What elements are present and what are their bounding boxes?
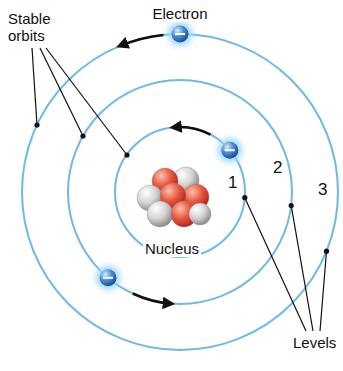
leader-line bbox=[46, 48, 127, 155]
nucleus-label: Nucleus bbox=[143, 240, 201, 257]
electron-sphere bbox=[168, 22, 192, 46]
level-number: 3 bbox=[316, 180, 329, 199]
orbit-rings bbox=[22, 34, 338, 350]
leader-line bbox=[32, 48, 37, 125]
motion-arrow bbox=[121, 35, 164, 46]
nucleus-cluster bbox=[137, 167, 211, 227]
orbit-label: Stable orbits bbox=[6, 10, 68, 44]
motion-arrow bbox=[133, 294, 171, 304]
leader-dots bbox=[34, 122, 329, 253]
leader-line bbox=[40, 48, 83, 136]
leader-dot bbox=[80, 133, 85, 138]
electron-sphere bbox=[218, 138, 242, 162]
leader-dot bbox=[34, 122, 39, 127]
leader-dot bbox=[242, 195, 247, 200]
orbit-ring bbox=[68, 80, 292, 304]
electron-label: Electron bbox=[150, 5, 209, 22]
leader-lines bbox=[32, 48, 327, 331]
level-number: 1 bbox=[226, 173, 239, 192]
motion-arrow bbox=[174, 127, 210, 135]
leader-line bbox=[320, 251, 327, 331]
neutron bbox=[147, 201, 173, 227]
leader-dot bbox=[124, 152, 129, 157]
neutron bbox=[189, 203, 211, 225]
leader-dot bbox=[289, 203, 294, 208]
levels-label: Levels bbox=[291, 334, 338, 351]
leader-line bbox=[291, 206, 313, 331]
orbit-ring bbox=[115, 127, 245, 257]
leader-line bbox=[245, 198, 306, 331]
motion-arrows bbox=[121, 35, 211, 304]
electron-sphere bbox=[96, 266, 120, 290]
orbit-ring bbox=[22, 34, 338, 350]
level-number: 2 bbox=[271, 158, 284, 177]
leader-dot bbox=[324, 249, 329, 254]
